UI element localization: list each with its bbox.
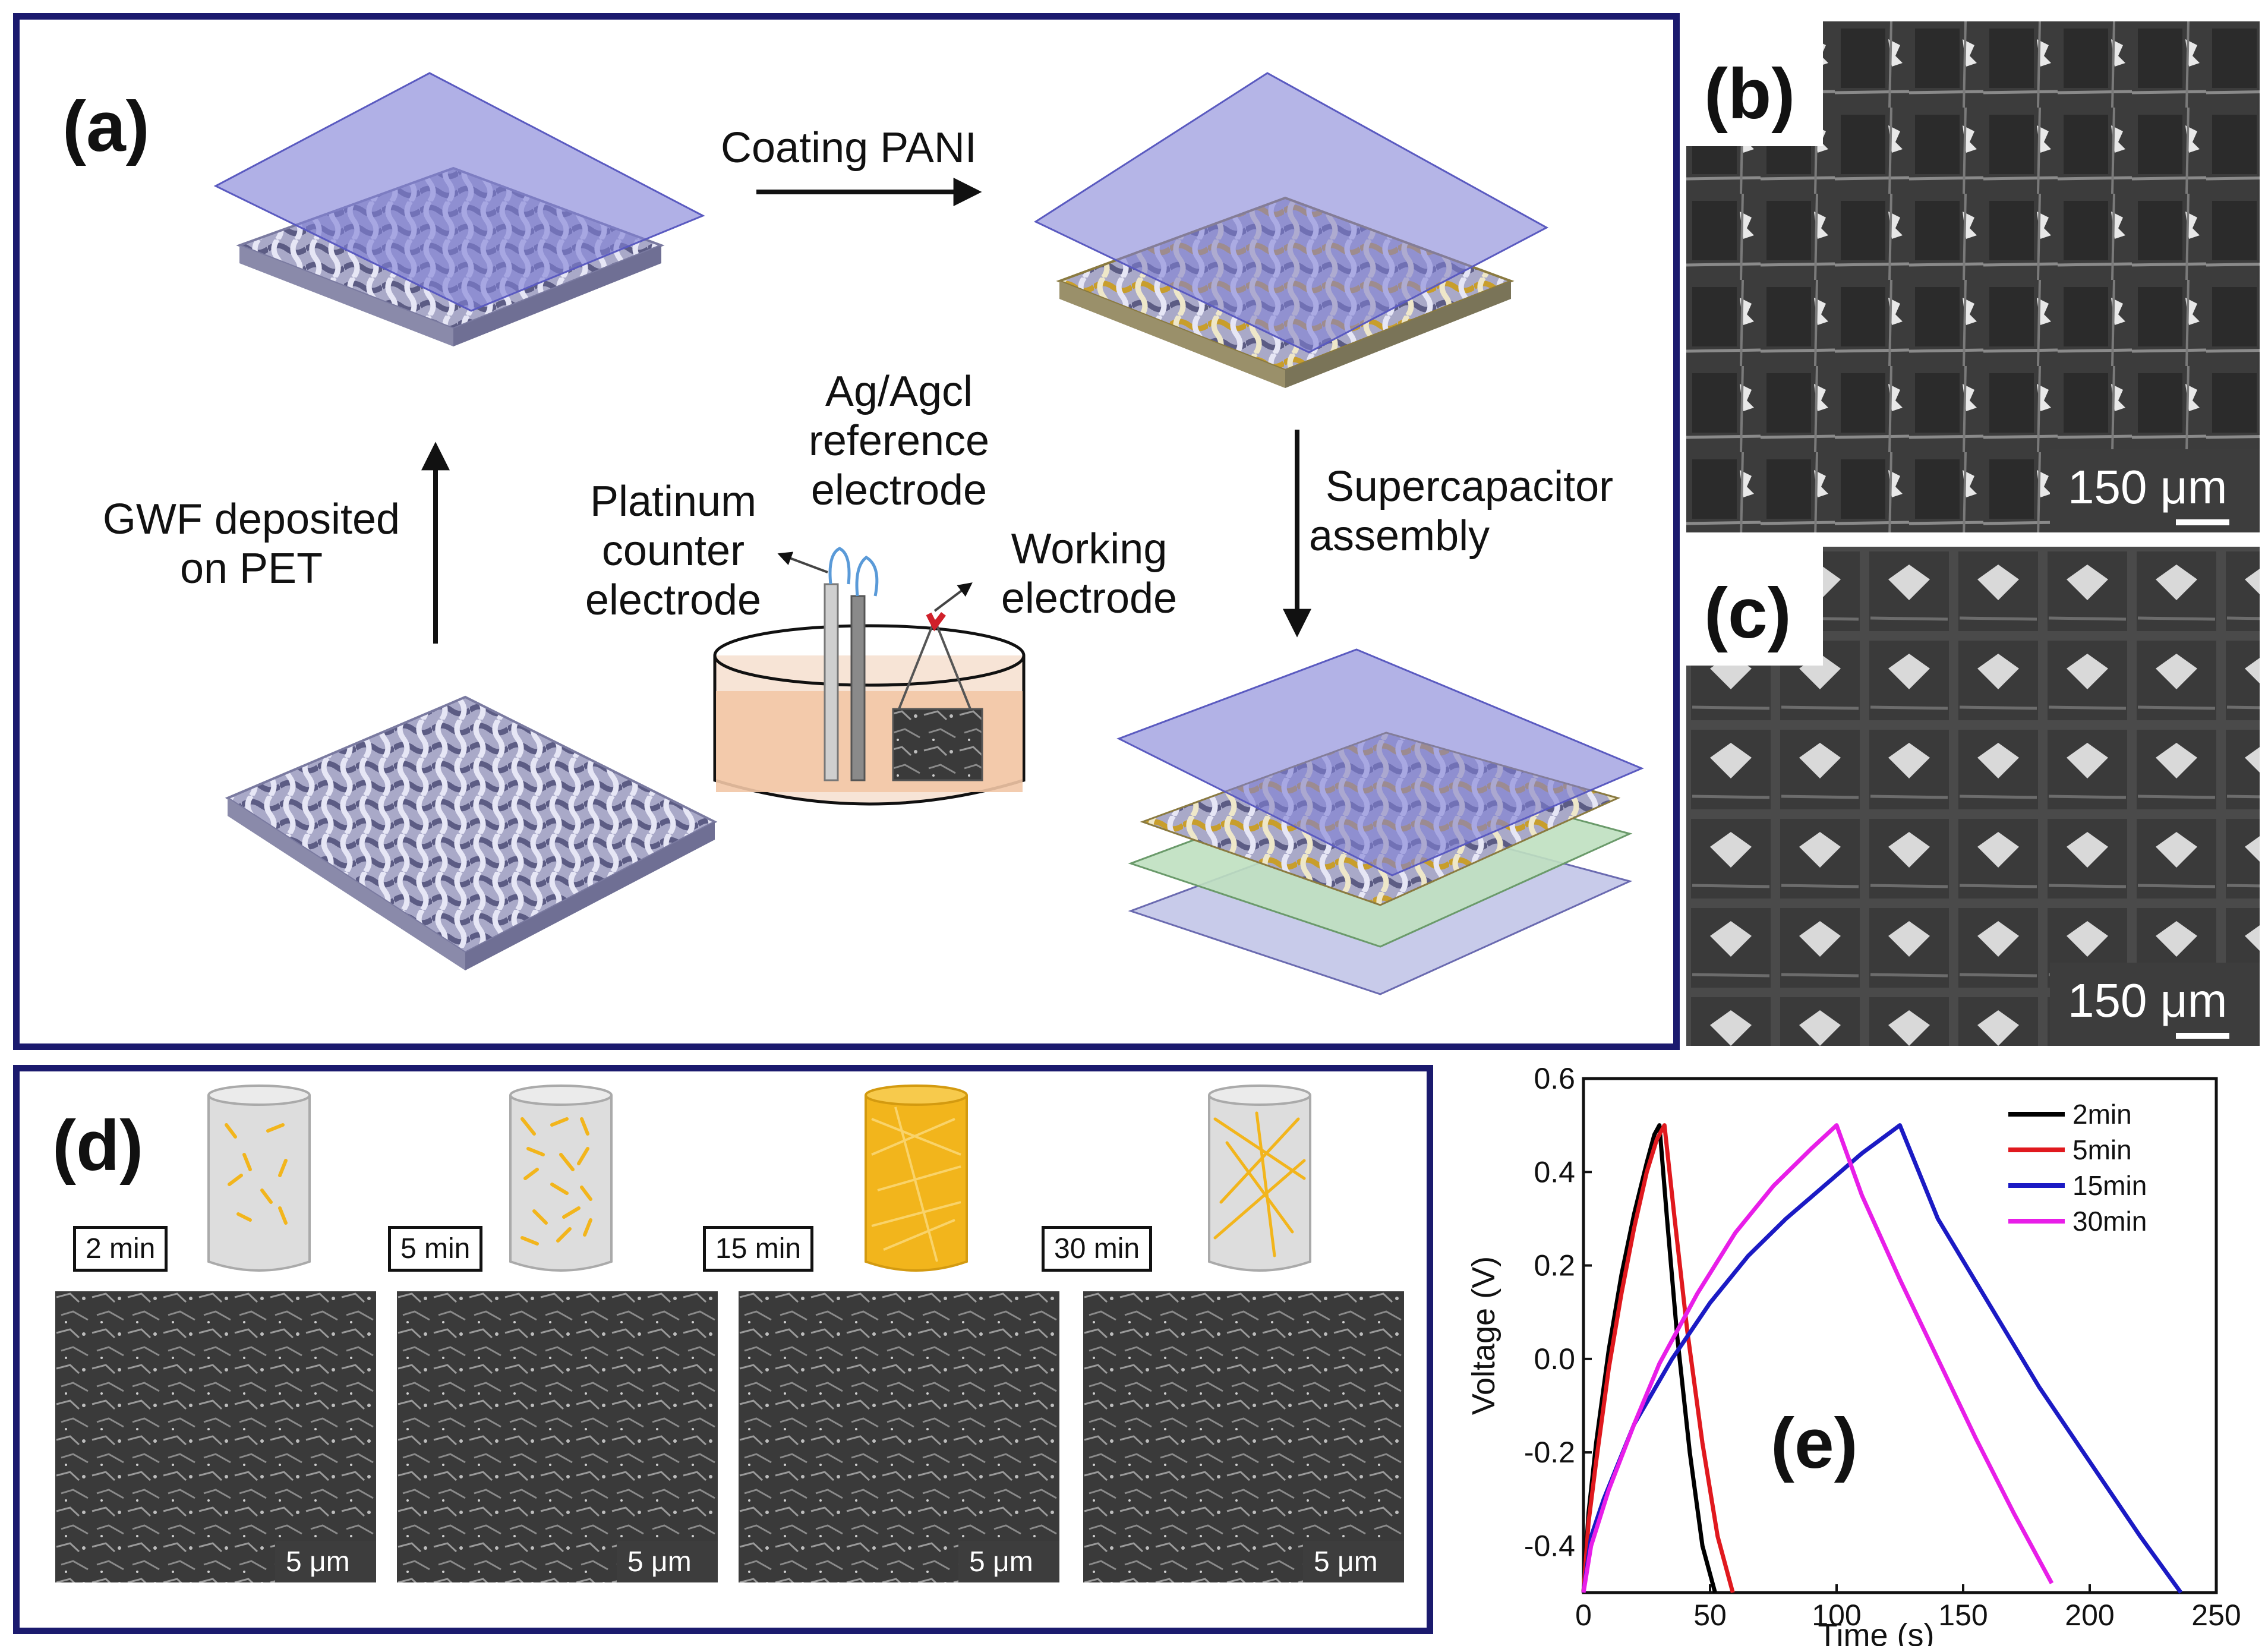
gwf-deposited-label: GWF deposited on PET [67, 495, 436, 594]
legend-label-2min: 2min [2072, 1099, 2132, 1130]
chart-lines [1581, 1123, 2183, 1594]
time-label-2min: 2 min [73, 1226, 168, 1272]
gwf-on-pet-illustration [213, 72, 705, 346]
sem-5min: 5 μm [397, 1291, 718, 1582]
panel-b-scale-label: 150 μm [2068, 461, 2228, 513]
y-tick-label: 0.6 [1534, 1062, 1575, 1095]
gwf-label-line1: GWF deposited [102, 496, 400, 543]
sem-2min-scalebar: 5 μm [275, 1541, 376, 1582]
vial-5min [509, 1084, 613, 1272]
vial-2min [207, 1084, 311, 1272]
legend-label-15min: 15min [2072, 1170, 2147, 1201]
sem-5min-scalebar: 5 μm [617, 1541, 718, 1582]
y-tick-label: 0.0 [1534, 1342, 1575, 1376]
x-tick-label: 0 [1575, 1599, 1592, 1632]
platinum-line2: counter [601, 527, 745, 575]
platinum-electrode-label: Platinum counter electrode [560, 477, 786, 625]
y-tick-label: -0.2 [1524, 1436, 1575, 1469]
panel-c-letter-box [1686, 547, 1823, 666]
x-tick-label: 100 [1812, 1599, 1861, 1632]
sem-2min: 5 μm [55, 1291, 376, 1582]
legend-label-5min: 5min [2072, 1134, 2132, 1165]
sem-2min-texture [55, 1291, 376, 1582]
y-tick-label: 0.4 [1534, 1155, 1575, 1188]
x-tick-label: 50 [1693, 1599, 1727, 1632]
coating-pani-label: Coating PANI [721, 124, 977, 172]
panel-c-scale-line [2176, 1033, 2229, 1039]
panel-b-scale-line [2176, 519, 2229, 525]
panel-c-scalebar: 150 μm [2050, 963, 2260, 1046]
sem-30min-scale-label: 5 μm [1314, 1546, 1378, 1578]
platinum-line3: electrode [585, 576, 762, 624]
panel-d-frame: (d) 2 min 5 min 15 [13, 1065, 1433, 1634]
vial-15min [865, 1084, 968, 1272]
panel-b-sem-image: (b) 150 μm [1686, 21, 2260, 532]
panel-c-letter: (c) [1704, 573, 1791, 653]
electrochemical-cell-illustration [713, 547, 1026, 806]
vial-30min [1208, 1084, 1311, 1272]
panel-b-letter: (b) [1704, 54, 1796, 134]
supercapacitor-assembly-label: Supercapacitor assembly [1303, 462, 1636, 561]
working-line2: electrode [1001, 574, 1178, 622]
sem-5min-scale-label: 5 μm [627, 1546, 692, 1578]
sem-30min-scalebar: 5 μm [1303, 1541, 1404, 1582]
y-axis-title: Voltage (V) [1466, 1256, 1501, 1415]
chart-legend: 2min 5min 15min 30min [2008, 1099, 2147, 1237]
x-tick-label: 200 [2065, 1599, 2114, 1632]
panel-b-letter-box [1686, 21, 1823, 146]
panel-d-letter: (d) [52, 1106, 144, 1186]
legend-label-30min: 30min [2072, 1206, 2147, 1237]
agagcl-line1: Ag/Agcl [825, 368, 973, 415]
agagcl-line3: electrode [810, 466, 988, 514]
agagcl-line2: reference [808, 417, 990, 465]
panel-a-frame: (a) Coating PANI GWF deposited on PET [13, 13, 1680, 1050]
sem-15min-scalebar: 5 μm [958, 1541, 1059, 1582]
time-label-15min: 15 min [703, 1226, 814, 1272]
sem-2min-scale-label: 5 μm [286, 1546, 350, 1578]
panel-c-scale-label: 150 μm [2068, 974, 2228, 1027]
pani-coated-illustration [1033, 72, 1549, 388]
plot-frame [1582, 1077, 2218, 1594]
panel-e-letter: (e) [1771, 1404, 1858, 1483]
sem-30min: 5 μm [1083, 1291, 1404, 1582]
working-electrode-label: Working electrode [970, 525, 1208, 623]
supercap-line1: Supercapacitor [1325, 463, 1614, 510]
x-tick-label: 150 [1938, 1599, 1988, 1632]
arrows-layer [421, 178, 1311, 644]
y-tick-label: -0.4 [1524, 1529, 1575, 1562]
y-tick-label: 0.2 [1534, 1249, 1575, 1282]
sem-30min-texture [1083, 1291, 1404, 1582]
panel-b-scalebar: 150 μm [2050, 449, 2260, 532]
bare-gwf-illustration [225, 695, 718, 970]
panel-c-sem-image: (c) 150 μm [1686, 547, 2260, 1046]
sem-5min-texture [397, 1291, 718, 1582]
series-line-2min [1581, 1123, 1717, 1593]
x-axis-title: Time (s) [1818, 1618, 1935, 1646]
supercapacitor-assembly-illustration [1116, 648, 1644, 995]
gcd-chart: 0 50 100 150 200 250 0.6 0.4 0.2 0.0 -0.2 -0.4Time … [1466, 1062, 2241, 1646]
x-tick-label: 250 [2191, 1599, 2241, 1632]
sem-15min-scale-label: 5 μm [969, 1546, 1033, 1578]
gwf-label-line2: on PET [179, 544, 323, 592]
working-line1: Working [1011, 525, 1168, 573]
sem-15min-texture [739, 1291, 1059, 1582]
sem-15min: 5 μm [739, 1291, 1059, 1582]
series-line-30min [1581, 1123, 2054, 1593]
time-label-5min: 5 min [388, 1226, 483, 1272]
series-line-5min [1581, 1123, 1735, 1593]
time-label-30min: 30 min [1042, 1226, 1153, 1272]
platinum-line1: Platinum [589, 478, 757, 525]
agagcl-electrode-label: Ag/Agcl reference electrode [780, 367, 1018, 515]
supercap-line2: assembly [1309, 512, 1490, 560]
chart-axes: 0 50 100 150 200 250 0.6 0.4 0.2 0.0 -0.2 -0.4Time … [1466, 1062, 2241, 1646]
panel-a-letter: (a) [62, 87, 150, 166]
